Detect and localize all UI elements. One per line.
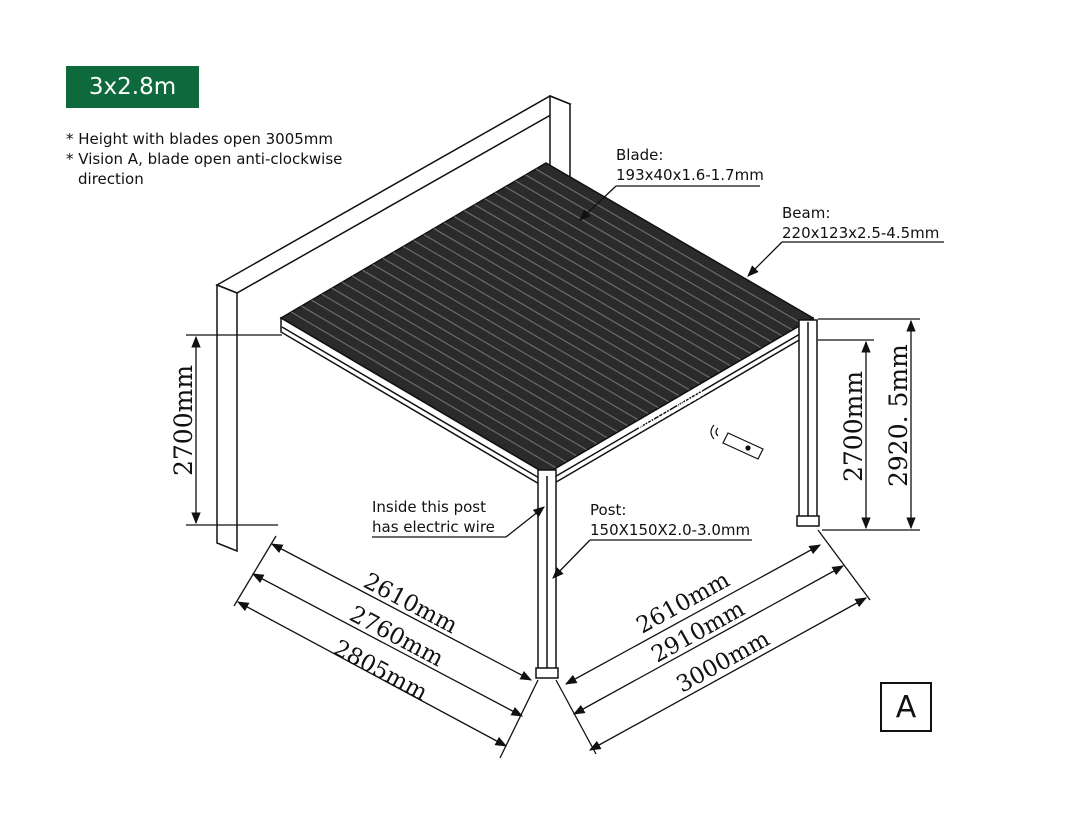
roof-blade <box>515 180 783 337</box>
roof-blade <box>331 287 598 445</box>
post-callout-title: Post: <box>590 501 627 519</box>
roof-blade <box>494 192 762 349</box>
roof-blade <box>464 210 732 367</box>
size-badge: 3x2.8m <box>66 66 199 108</box>
roof-blade <box>301 305 567 463</box>
beam-callout-title: Beam: <box>782 204 831 222</box>
wire-callout-line2: has electric wire <box>372 518 495 536</box>
height-dimensions <box>186 318 920 531</box>
left-height-dimension: 2700mm <box>169 365 198 476</box>
roof-blade <box>484 198 752 355</box>
blade-callout: Blade: 193x40x1.6-1.7mm <box>616 145 764 185</box>
roof-blade <box>433 228 701 385</box>
roof-blade <box>341 281 608 439</box>
blade-callout-spec: 193x40x1.6-1.7mm <box>616 166 764 184</box>
roof-blade <box>423 234 691 391</box>
roof-blade <box>372 263 639 421</box>
roof-blade <box>504 186 773 343</box>
note-vision: * Vision A, blade open anti-clockwise <box>66 150 343 168</box>
roof-blade <box>474 204 742 361</box>
notes: * Height with blades open 3005mm * Visio… <box>66 129 342 189</box>
post-callout-spec: 150X150X2.0-3.0mm <box>590 521 751 539</box>
roof-blade <box>535 168 804 325</box>
right-height-dimension: 2700mm <box>839 371 868 482</box>
roof-blade <box>352 275 619 433</box>
note-direction: direction <box>78 170 144 188</box>
base-dimensions <box>233 529 871 759</box>
note-height: * Height with blades open 3005mm <box>66 130 334 148</box>
wire-callout: Inside this post has electric wire <box>372 497 495 537</box>
right-total-height-dimension: 2920. 5mm <box>884 344 913 487</box>
roof-blade <box>382 257 649 415</box>
wire-callout-line1: Inside this post <box>372 498 486 516</box>
roof-blade <box>321 293 588 451</box>
roof-blade <box>392 251 660 409</box>
roof-blade <box>413 239 680 397</box>
remote-icon <box>710 424 764 460</box>
vision-marker: A <box>880 682 932 732</box>
roof-blade <box>443 222 711 379</box>
roof-blade <box>290 311 557 469</box>
roof-blade <box>403 245 670 403</box>
beam-callout: Beam: 220x123x2.5-4.5mm <box>782 203 939 243</box>
post-callout: Post: 150X150X2.0-3.0mm <box>590 500 750 540</box>
posts <box>535 319 820 679</box>
roof-blade <box>362 269 629 427</box>
beam-callout-spec: 220x123x2.5-4.5mm <box>782 224 940 242</box>
roof-blade <box>453 216 721 373</box>
blade-callout-title: Blade: <box>616 146 664 164</box>
roof-blade <box>525 174 793 331</box>
callout-leaders <box>372 185 944 579</box>
roof-blade <box>311 299 578 457</box>
